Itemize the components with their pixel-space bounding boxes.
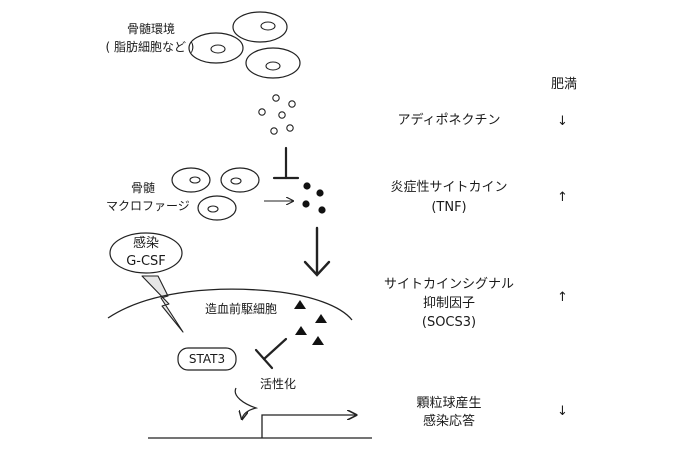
gcsf-lightning-bolt — [141, 275, 184, 333]
progenitor-cell-membrane — [107, 288, 353, 321]
gcsf-label: G-CSF — [126, 254, 166, 269]
inflammatory-cytokine-direction-icon: ↑ — [557, 190, 568, 205]
adiponectin-inhibition — [272, 146, 300, 180]
stat3-box — [177, 347, 237, 371]
adiponectin-molecules — [258, 94, 296, 135]
activation-arrow — [234, 387, 259, 419]
infection-bubble — [109, 232, 183, 274]
granulocyte-production-label: 顆粒球産生 — [416, 396, 482, 411]
adipocyte-cell-3 — [245, 47, 301, 79]
obesity-header: 肥満 — [550, 77, 577, 92]
macrophage-cell-1 — [171, 167, 211, 193]
bone-env-sub-label: ( 脂肪細胞など ) — [105, 40, 195, 54]
transcription-start-arrow — [261, 415, 356, 438]
suppressor-label: 抑制因子 — [422, 296, 475, 311]
adiponectin-direction-icon: ↓ — [557, 114, 568, 129]
socs3-molecules — [294, 300, 327, 345]
macrophage-label-1: 骨髄 — [130, 181, 155, 195]
cytokine-signal-label: サイトカインシグナル — [383, 277, 514, 292]
infection-response-label: 感染応答 — [422, 414, 475, 429]
macrophage-label-2: マクロファージ — [106, 199, 190, 213]
activation-label: 活性化 — [260, 377, 297, 391]
inflammatory-cytokine-label: 炎症性サイトカイン — [390, 180, 508, 195]
infection-label: 感染 — [132, 236, 159, 251]
adiponectin-label: アディポネクチン — [397, 113, 501, 128]
socs3-label: (SOCS3) — [421, 315, 477, 330]
macrophage-cell-3 — [197, 195, 237, 221]
granulocyte-direction-icon: ↓ — [557, 404, 568, 419]
macrophage-cell-2 — [220, 167, 260, 193]
bone-env-label: 骨髄環境 — [126, 22, 175, 36]
stat3-label: STAT3 — [188, 352, 226, 366]
cytokine-signal-direction-icon: ↑ — [557, 290, 568, 305]
adipocyte-cell-1 — [232, 11, 288, 43]
tnf-label: (TNF) — [431, 200, 467, 215]
progenitor-label: 造血前駆細胞 — [205, 302, 278, 316]
tnf-molecules — [302, 182, 326, 214]
tnf-to-progenitor-arrow — [303, 226, 331, 277]
socs3-inhibition — [254, 337, 288, 370]
adipocyte-cell-2 — [188, 32, 244, 64]
